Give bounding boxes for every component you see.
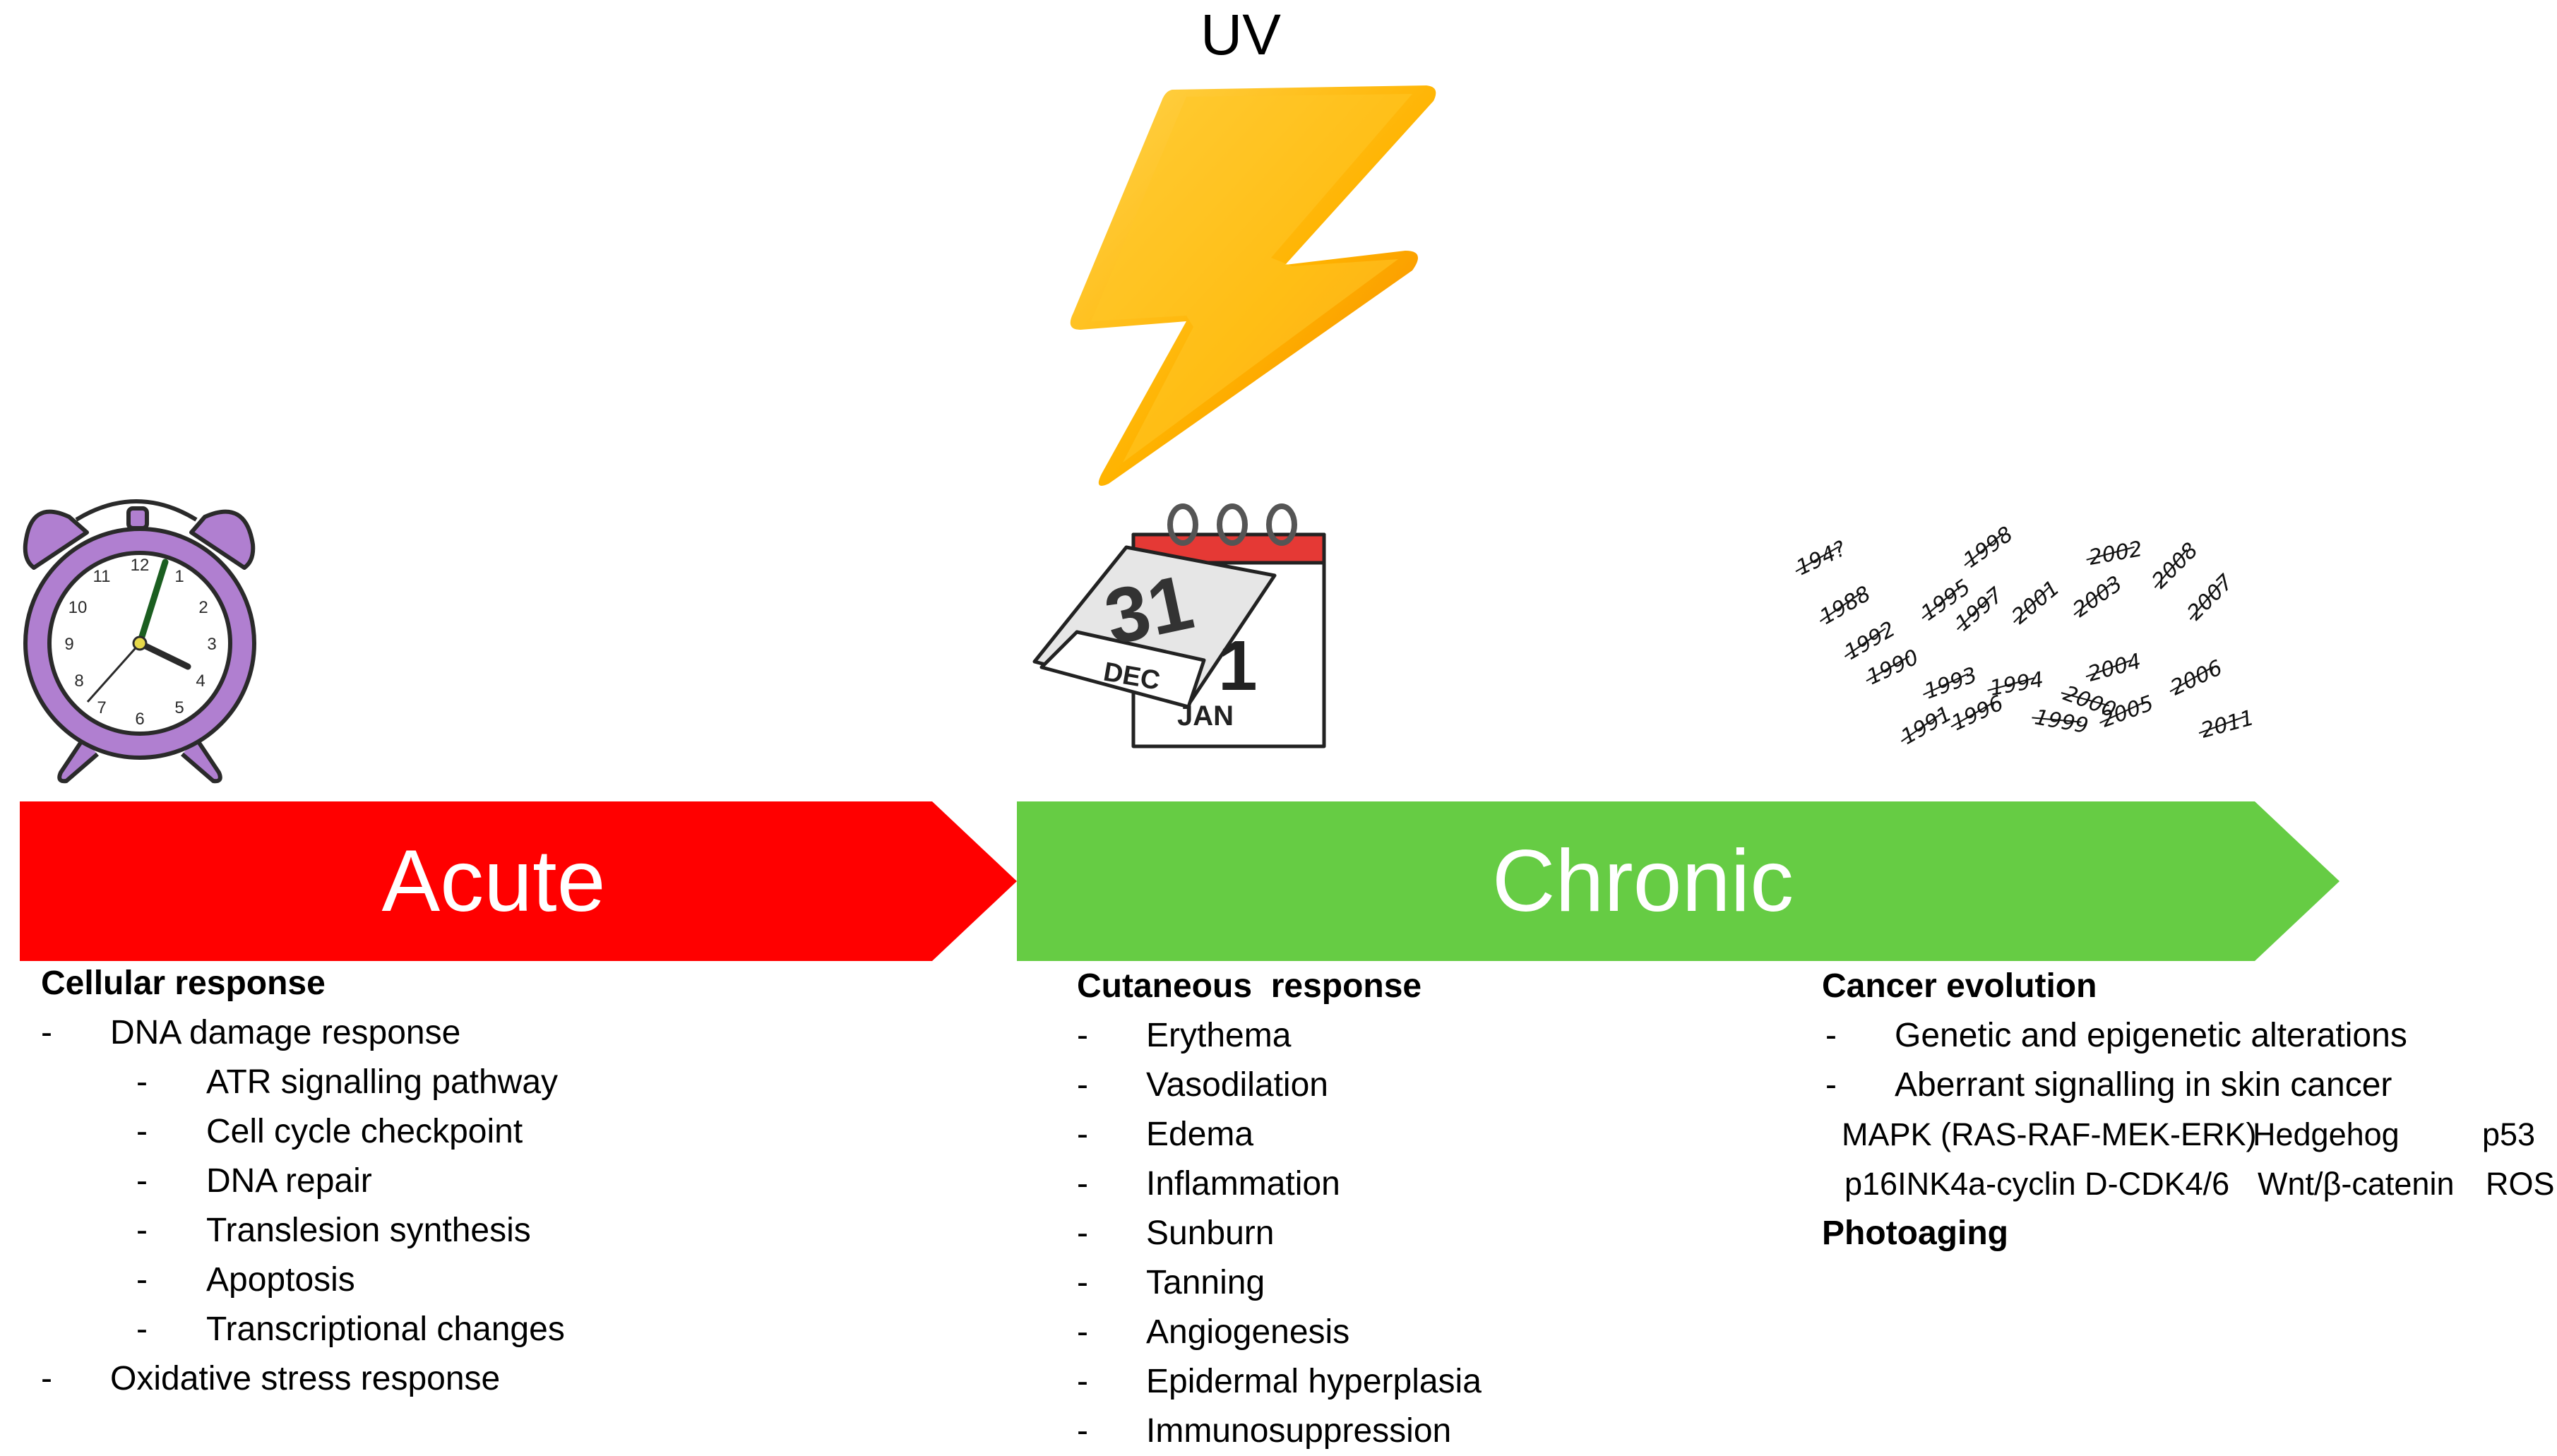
list-item: -Vasodilation	[1077, 1066, 1328, 1104]
svg-text:8: 8	[74, 672, 83, 691]
year-scribble: 1991	[1897, 701, 1957, 749]
alarm-clock-icon: 12 1 2 3 4 5 6 7 8 9 10 11	[23, 499, 256, 784]
acute-banner: Acute	[20, 801, 1017, 961]
svg-text:9: 9	[64, 635, 73, 654]
svg-text:3: 3	[207, 635, 216, 654]
list-item: -Immunosuppression	[1077, 1412, 1452, 1450]
photoaging-heading: Photoaging	[1822, 1215, 2008, 1252]
year-strike	[1957, 594, 1993, 631]
svg-text:6: 6	[135, 710, 144, 729]
year-strike	[1964, 532, 2003, 566]
year-scribble: 1998	[1960, 522, 2018, 573]
year-scribble: 2008	[2147, 538, 2203, 594]
calendar-icon: 31 DEC 1 JAN	[1032, 503, 1326, 748]
pathway-label: MAPK (RAS-RAF-MEK-ERK)	[1842, 1116, 2257, 1152]
cutaneous-response-heading: Cutaneous response	[1077, 967, 1422, 1005]
year-strike	[2086, 546, 2135, 561]
list-item: -Translesion synthesis	[136, 1212, 531, 1249]
svg-text:2: 2	[198, 598, 208, 617]
year-strike	[1795, 546, 1840, 573]
svg-text:1: 1	[174, 567, 184, 586]
list-item: -Cell cycle checkpoint	[136, 1113, 523, 1150]
cellular-response-section: Cellular response -DNA damage response -…	[41, 959, 959, 1404]
pathway-label: Hedgehog	[2253, 1116, 2400, 1152]
list-item: -DNA repair	[136, 1162, 372, 1200]
year-scribble: 2003	[2069, 571, 2128, 622]
svg-text:12: 12	[131, 556, 150, 575]
list-item: -DNA damage response	[41, 1014, 461, 1051]
year-strike	[1844, 628, 1886, 657]
year-strike	[2013, 587, 2050, 623]
acute-label: Acute	[381, 833, 606, 930]
list-item: -Apoptosis	[136, 1261, 355, 1299]
year-strike	[2061, 692, 2110, 707]
year-strike	[2032, 717, 2082, 723]
pathways-row-2: p16INK4a-cyclin D-CDK4/6 Wnt/β-catenin R…	[1822, 1159, 2556, 1209]
calendar-old-day: 31	[1097, 559, 1200, 662]
chronic-label: Chronic	[1491, 833, 1794, 930]
year-scribble: 1993	[1921, 663, 1981, 705]
chronic-banner: Chronic	[1017, 801, 2340, 961]
calendar-new-month: JAN	[1177, 700, 1234, 732]
year-strike	[2154, 549, 2188, 588]
year-scribble: 2011	[2198, 705, 2257, 744]
year-strike	[2073, 582, 2113, 616]
list-item: -Sunburn	[1077, 1215, 1275, 1252]
year-strike	[1819, 592, 1861, 622]
year-strike	[1921, 585, 1961, 619]
year-scribble: 1988	[1816, 581, 1876, 629]
year-strike	[1950, 701, 1995, 728]
year-strike	[1987, 676, 2036, 691]
year-strike	[2169, 666, 2214, 693]
pathway-label: p16INK4a-cyclin D-CDK4/6	[1844, 1166, 2230, 1202]
year-scribble: 2007	[2183, 570, 2239, 626]
svg-text:7: 7	[97, 698, 106, 717]
svg-text:10: 10	[68, 598, 88, 617]
pathway-label: ROS	[2486, 1166, 2555, 1202]
pathway-label: p53	[2482, 1116, 2536, 1152]
cancer-evolution-section: Cancer evolution -Genetic and epigenetic…	[1822, 962, 2556, 1258]
year-scribble: 2002	[2087, 537, 2144, 571]
list-item: -ATR signalling pathway	[136, 1063, 559, 1101]
list-item: -Tanning	[1077, 1264, 1265, 1301]
list-item: -Edema	[1077, 1116, 1254, 1153]
svg-text:5: 5	[174, 698, 184, 717]
year-scribble: 2004	[2085, 649, 2144, 687]
year-scribble: 1996	[1948, 691, 2008, 736]
list-item: -Genetic and epigenetic alterations	[1825, 1017, 2407, 1054]
list-item: -Erythema	[1077, 1017, 1292, 1054]
lightning-icon	[1070, 85, 1436, 486]
year-scribble: 2006	[2167, 655, 2227, 700]
year-strike	[2099, 701, 2145, 724]
svg-text:11: 11	[93, 567, 111, 586]
year-strike	[2198, 715, 2246, 734]
calendar-new-day: 1	[1218, 626, 1258, 705]
list-item: -Transcriptional changes	[136, 1311, 565, 1348]
year-strike	[1900, 712, 1943, 742]
year-strike	[1866, 655, 1910, 682]
year-strike	[2085, 659, 2133, 678]
year-strike	[2189, 580, 2223, 620]
year-scribble: 194?	[1794, 537, 1850, 581]
list-item: -Inflammation	[1077, 1165, 1340, 1203]
pathway-label: Wnt/β-catenin	[2258, 1166, 2455, 1202]
year-strike	[1923, 673, 1969, 696]
cutaneous-response-section: Cutaneous response -Erythema -Vasodilati…	[1077, 962, 1712, 1456]
list-item: -Angiogenesis	[1077, 1313, 1350, 1351]
svg-text:4: 4	[196, 672, 205, 691]
cellular-response-heading: Cellular response	[41, 965, 326, 1002]
list-item: -Aberrant signalling in skin cancer	[1825, 1066, 2392, 1104]
uv-title: UV	[1200, 3, 1281, 67]
pathways-row-1: MAPK (RAS-RAF-MEK-ERK) Hedgehog p53	[1822, 1110, 2556, 1159]
list-item: -Epidermal hyperplasia	[1077, 1363, 1482, 1400]
cancer-evolution-heading: Cancer evolution	[1822, 967, 2097, 1005]
list-item: -Oxidative stress response	[41, 1360, 501, 1397]
